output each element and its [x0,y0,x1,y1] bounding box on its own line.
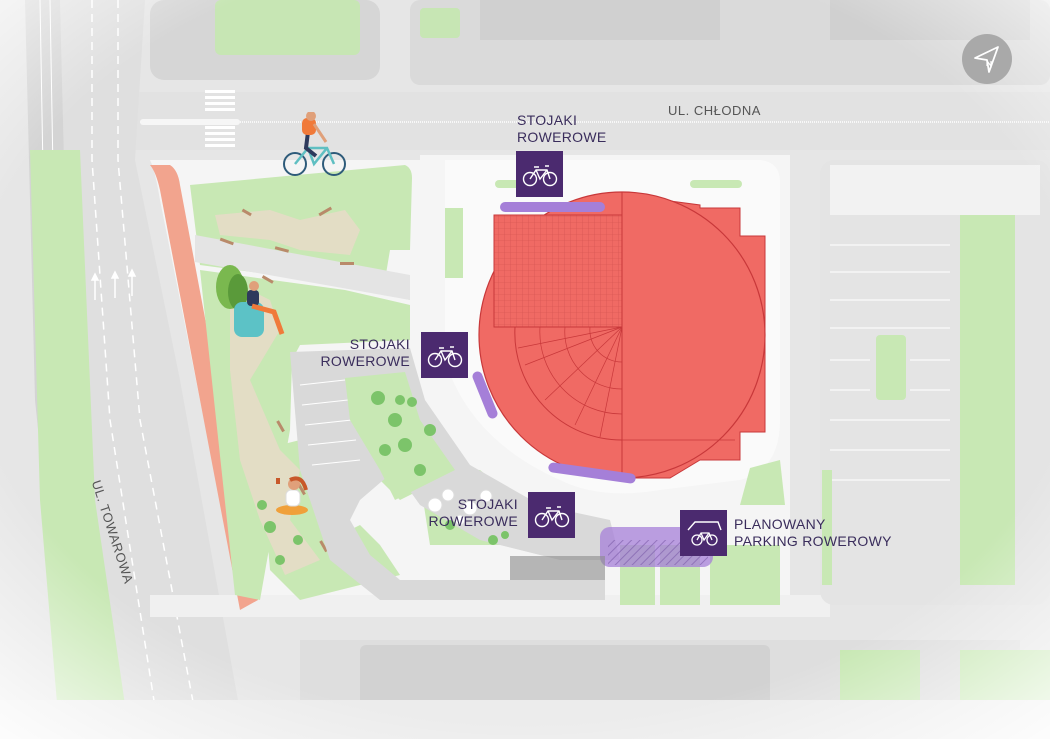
north-arrow-icon [974,46,999,73]
bike-rack-marker-left[interactable] [421,332,468,378]
bike-rack-label-top-line2: ROWEROWE [517,129,607,145]
bike-rack-label-left-line2: ROWEROWE [320,353,410,369]
street-label-chlodna: UL. CHŁODNA [668,103,761,118]
planned-parking-label-line2: PARKING ROWEROWY [734,533,892,549]
covered-bicycle-icon [686,521,722,546]
bicycle-icon [427,346,462,368]
bike-rack-label-bottom-line1: STOJAKI [457,496,518,512]
bike-rack-marker-top[interactable] [516,151,563,197]
bike-rack-marker-bottom[interactable] [528,492,575,538]
bike-rack-label-left-line1: STOJAKI [349,336,410,352]
bike-rack-label-left: STOJAKI ROWEROWE [318,336,410,370]
planned-parking-label-line1: PLANOWANY [734,516,826,532]
planned-parking-marker[interactable] [680,510,727,556]
bicycle-icon [522,165,557,187]
bike-rack-label-top-line1: STOJAKI [517,112,578,128]
bicycle-icon [534,506,569,528]
bike-rack-label-bottom-line2: ROWEROWE [428,513,518,529]
bike-rack-label-bottom: STOJAKI ROWEROWE [425,496,518,530]
north-arrow [962,34,1012,84]
bike-rack-label-top: STOJAKI ROWEROWE [517,112,607,146]
planned-parking-label: PLANOWANY PARKING ROWEROWY [734,516,892,550]
